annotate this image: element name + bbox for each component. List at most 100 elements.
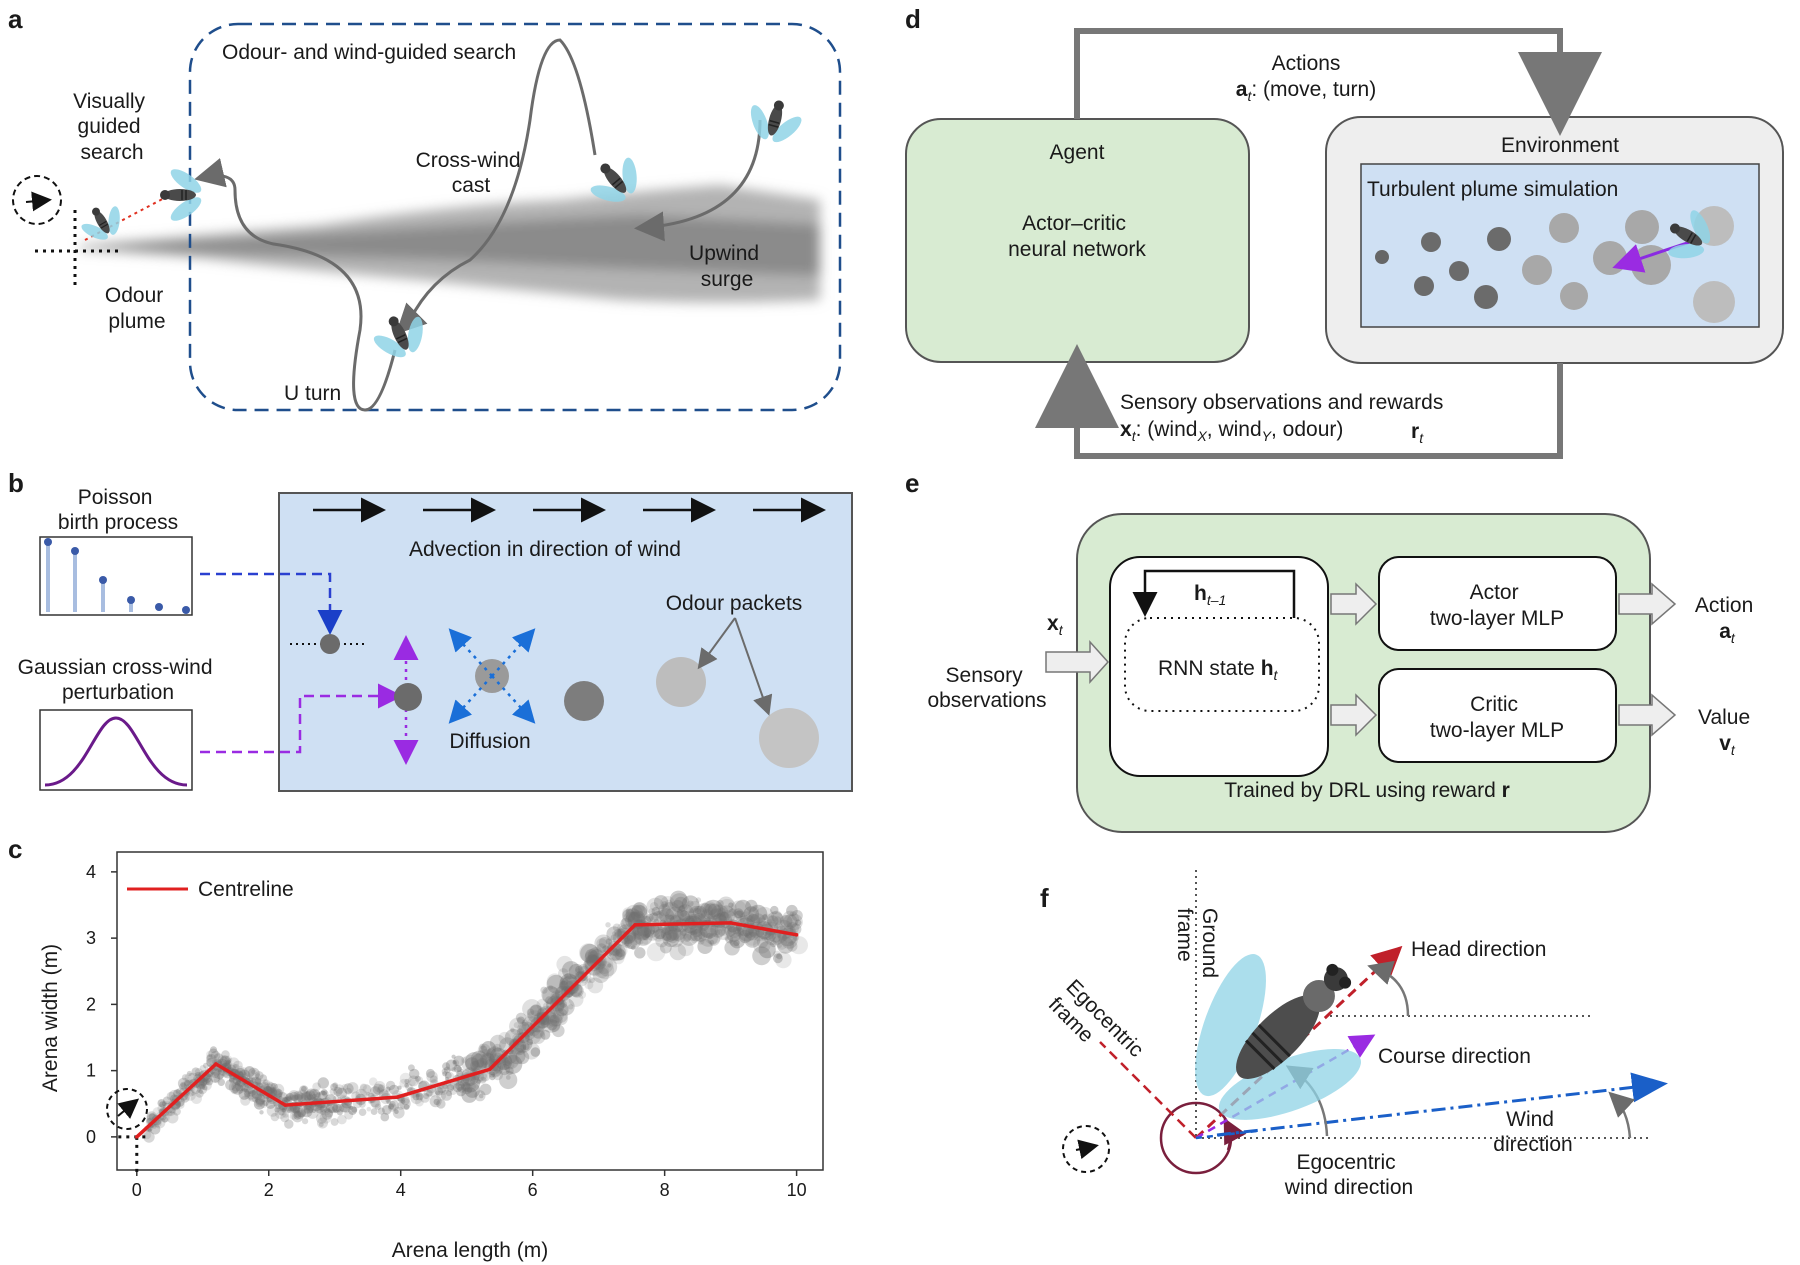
panel-a: a Visually guided search Odour- and wind… — [8, 4, 842, 412]
scatter-point — [281, 1108, 287, 1113]
scatter-point — [696, 902, 713, 919]
scatter-point — [259, 1110, 264, 1115]
scatter-point — [783, 914, 798, 929]
scatter-point — [559, 1000, 567, 1008]
scatter-point — [561, 961, 581, 980]
scatter-point — [766, 934, 775, 943]
scatter-point — [274, 1107, 280, 1113]
scatter-point — [461, 1083, 473, 1095]
scatter-point — [292, 1105, 301, 1114]
scatter-point — [318, 1122, 324, 1127]
plot-frame — [116, 851, 824, 1171]
scatter-point — [586, 978, 592, 984]
scatter-point — [510, 1027, 515, 1032]
scatter-point — [199, 1084, 206, 1090]
scatter-point — [698, 927, 719, 947]
scatter-point — [203, 1062, 209, 1069]
scatter-point — [213, 1053, 224, 1063]
scatter-point — [735, 925, 742, 932]
scatter-point — [791, 910, 803, 922]
scatter-point — [442, 1083, 448, 1090]
scatter-point — [331, 1104, 340, 1113]
scatter-point — [772, 912, 784, 924]
scatter-point — [213, 1076, 221, 1084]
observation-formula: xt: (windX, windY, odour) — [1120, 418, 1343, 444]
scatter-point — [266, 1104, 279, 1117]
scatter-point — [719, 912, 730, 923]
scatter-point — [337, 1114, 347, 1125]
scatter-point — [323, 1105, 331, 1113]
scatter-point — [588, 977, 595, 984]
scatter-point — [470, 1078, 476, 1084]
scatter-point — [451, 1054, 456, 1059]
scatter-point — [541, 985, 560, 1004]
scatter-point — [370, 1108, 378, 1115]
scatter-point — [498, 1064, 510, 1076]
centreline-point — [794, 933, 799, 937]
scatter-point — [425, 1068, 435, 1078]
scatter-point — [476, 1058, 488, 1069]
odour-packet — [759, 708, 819, 768]
scatter-point — [419, 1092, 430, 1103]
scatter-point — [399, 1078, 409, 1088]
scatter-point — [452, 1060, 457, 1065]
scatter-point — [717, 905, 736, 924]
scatter-point — [470, 1060, 480, 1071]
scatter-point — [615, 948, 625, 958]
odour-packets-label: Odour packets — [666, 592, 803, 615]
scatter-point — [232, 1083, 238, 1088]
scatter-point — [532, 1026, 546, 1040]
scatter-point — [347, 1104, 352, 1109]
scatter-point — [330, 1083, 338, 1091]
scatter-point — [366, 1106, 372, 1112]
legend-label: Centreline — [198, 878, 294, 901]
scatter-point — [194, 1072, 202, 1079]
x-tick-label: 4 — [396, 1180, 406, 1200]
egocentric-frame-label: Egocentric frame — [1044, 975, 1152, 1083]
scatter-point — [210, 1070, 215, 1075]
scatter-point — [180, 1081, 186, 1088]
scatter-point — [317, 1077, 329, 1089]
scatter-point — [596, 938, 607, 949]
scatter-point — [479, 1043, 485, 1050]
scatter-point — [175, 1089, 180, 1094]
scatter-point — [479, 1083, 492, 1096]
panel-letter-b: b — [8, 468, 24, 498]
scatter-point — [355, 1088, 368, 1101]
scatter-point — [738, 927, 744, 933]
scatter-point — [219, 1055, 231, 1067]
scatter-point — [270, 1112, 280, 1122]
scatter-point — [703, 899, 724, 920]
scatter-point — [202, 1077, 211, 1086]
scatter-point — [773, 953, 783, 964]
scatter-point — [512, 1032, 533, 1053]
scatter-point — [517, 1016, 525, 1025]
scatter-point — [251, 1069, 257, 1075]
scatter-point — [308, 1108, 314, 1114]
scatter-point — [781, 935, 788, 941]
scatter-point — [555, 1002, 569, 1017]
crosswind-cast-path — [395, 38, 597, 335]
scatter-point — [318, 1109, 323, 1114]
scatter-point — [758, 941, 776, 959]
scatter-point — [304, 1090, 316, 1103]
scatter-point — [397, 1085, 402, 1090]
scatter-point — [664, 899, 673, 908]
scatter-point — [680, 928, 688, 936]
scatter-point — [551, 991, 566, 1005]
scatter-point — [332, 1103, 342, 1113]
scatter-point — [660, 925, 678, 942]
scatter-point — [348, 1106, 357, 1115]
scatter-point — [217, 1055, 230, 1067]
scatter-point — [678, 910, 690, 922]
scatter-point — [727, 924, 742, 938]
scatter-point — [546, 974, 566, 994]
scatter-point — [789, 923, 802, 935]
scatter-point — [240, 1067, 248, 1075]
scatter-point — [166, 1091, 176, 1101]
scatter-point — [333, 1086, 343, 1097]
scatter-point — [457, 1083, 467, 1093]
scatter-point — [777, 936, 794, 954]
scatter-point — [493, 1043, 502, 1053]
scatter-point — [433, 1098, 440, 1106]
